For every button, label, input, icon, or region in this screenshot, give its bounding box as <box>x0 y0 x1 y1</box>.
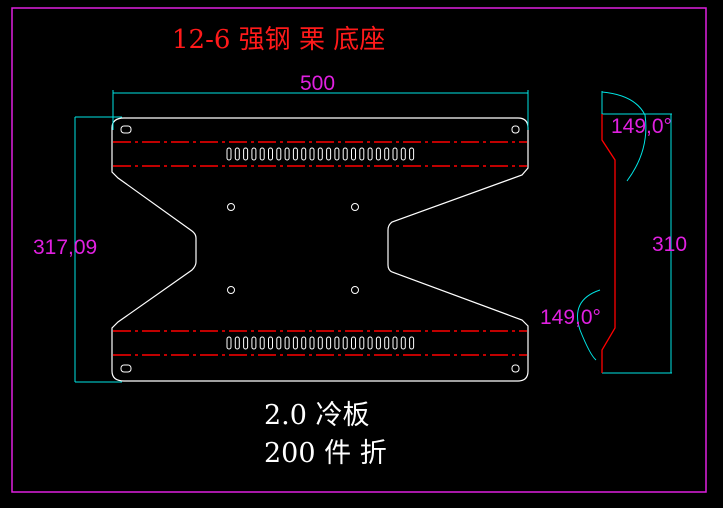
vent-slot <box>334 147 340 161</box>
vent-slot <box>309 147 315 161</box>
dimension-lines <box>74 90 672 383</box>
vent-slot <box>301 147 307 161</box>
material-note: 2.0 冷板 <box>264 400 370 431</box>
vent-slot <box>400 336 406 350</box>
vent-slot <box>326 147 332 161</box>
vent-slot <box>367 336 373 350</box>
vent-slot <box>317 336 323 350</box>
vent-slot <box>409 147 415 161</box>
vent-slot <box>392 336 398 350</box>
height-dimension: 317,09 <box>33 236 98 259</box>
drawing-frame <box>11 7 707 493</box>
vent-slot <box>384 147 390 161</box>
vent-slot <box>317 147 323 161</box>
vent-slots <box>226 147 415 350</box>
vent-slot <box>409 336 415 350</box>
vent-slot <box>243 336 249 350</box>
vent-slot <box>284 147 290 161</box>
vent-slot <box>342 147 348 161</box>
side-profile <box>601 114 616 373</box>
vent-slot <box>351 336 356 350</box>
holes <box>120 125 520 373</box>
vent-slot <box>234 147 240 161</box>
vent-slot <box>359 336 365 350</box>
angle-bottom-dimension: 149,0° <box>540 306 601 329</box>
vent-slot <box>334 336 340 350</box>
vent-slot <box>392 147 398 161</box>
bend-lines <box>113 141 527 356</box>
vent-slot <box>292 147 298 161</box>
quantity-note: 200 件 折 <box>264 438 387 469</box>
vent-slot <box>284 336 290 350</box>
vent-slot <box>375 336 381 350</box>
angle-top-dimension: 149,0° <box>611 115 672 138</box>
plate-outline <box>111 117 529 382</box>
vent-slot <box>301 336 307 350</box>
vent-slot <box>259 336 265 350</box>
vent-slot <box>226 336 232 350</box>
vent-slot <box>375 147 381 161</box>
vent-slot <box>268 147 273 161</box>
width-dimension: 500 <box>300 72 336 95</box>
vent-slot <box>367 147 373 161</box>
side-height-dimension: 310 <box>652 233 688 256</box>
vent-slot <box>268 336 273 350</box>
vent-slot <box>251 336 257 350</box>
vent-slot <box>384 336 390 350</box>
vent-slot <box>251 147 257 161</box>
vent-slot <box>326 336 332 350</box>
vent-slot <box>351 147 356 161</box>
vent-slot <box>292 336 298 350</box>
vent-slot <box>243 147 249 161</box>
vent-slot <box>226 147 232 161</box>
vent-slot <box>259 147 265 161</box>
vent-slot <box>400 147 406 161</box>
drawing-title: 12-6 强钢 栗 底座 <box>172 25 386 55</box>
vent-slot <box>309 336 315 350</box>
vent-slot <box>276 147 282 161</box>
vent-slot <box>359 147 365 161</box>
vent-slot <box>234 336 240 350</box>
vent-slot <box>276 336 282 350</box>
vent-slot <box>342 336 348 350</box>
